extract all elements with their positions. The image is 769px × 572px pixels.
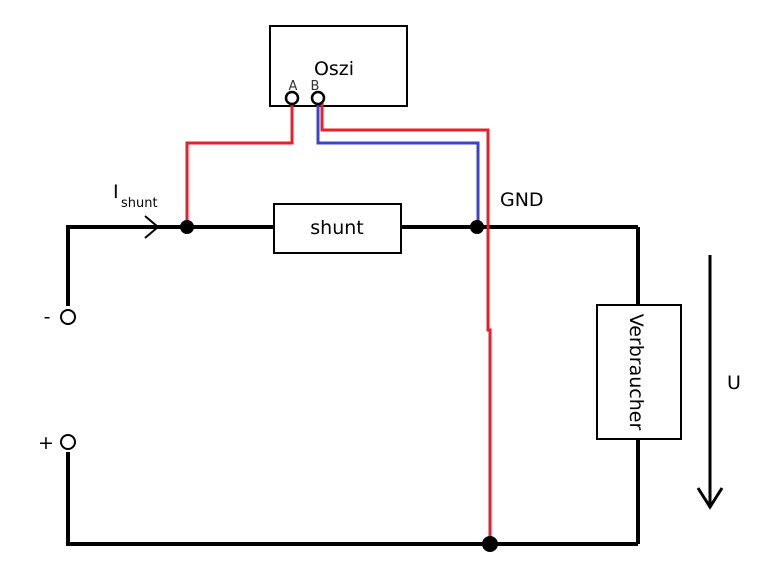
- minus-label: -: [44, 306, 51, 328]
- probe-b-wire: [316, 100, 480, 227]
- junction-right: [470, 220, 484, 234]
- bottom-wire: [66, 452, 638, 546]
- voltage-label: U: [727, 372, 741, 394]
- shunt-label: shunt: [310, 217, 363, 239]
- plus-terminal: [60, 434, 76, 450]
- voltage-arrow-head: [696, 487, 724, 510]
- current-arrow: [144, 215, 160, 239]
- minus-terminal: [60, 309, 76, 325]
- plus-label: +: [38, 432, 54, 454]
- circuit-wires: [66, 225, 640, 546]
- junction-left: [180, 220, 194, 234]
- load-label: Verbraucher: [625, 314, 647, 431]
- top-wire-left: [66, 225, 274, 306]
- shunt-resistor: [273, 203, 402, 254]
- current-label-subscript: shunt: [121, 196, 158, 211]
- junction-bottom: [482, 536, 498, 552]
- probe-ground-wire: [320, 100, 492, 544]
- channel-b-connector: [310, 90, 326, 106]
- channel-b-label: B: [311, 79, 320, 94]
- channel-a-connector: [284, 90, 300, 106]
- probe-a-wire: [185, 100, 294, 227]
- oscilloscope-label: Oszi: [314, 58, 354, 80]
- channel-a-label: A: [289, 79, 298, 94]
- load-box: [596, 304, 682, 440]
- current-label: I: [113, 181, 119, 203]
- ground-label: GND: [500, 189, 544, 211]
